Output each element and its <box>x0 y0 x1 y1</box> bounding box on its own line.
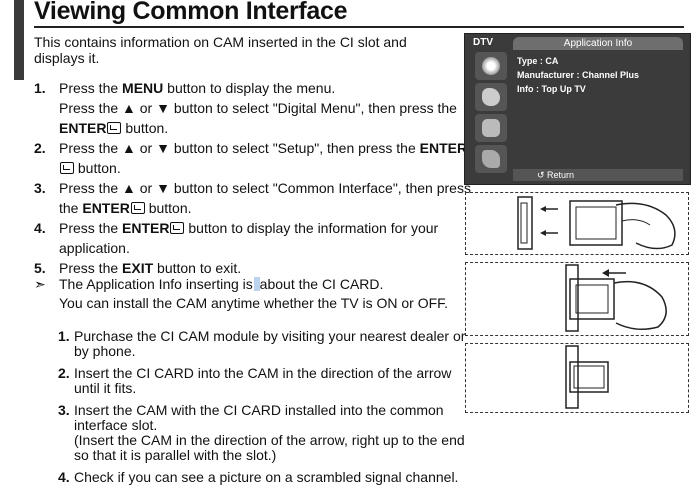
sound-icon <box>475 83 507 111</box>
step-text: Press the <box>59 80 123 96</box>
enter-keyword: ENTER <box>419 140 468 156</box>
enter-keyword: ENTER <box>82 200 130 216</box>
intro-text: This contains information on CAM inserte… <box>34 34 407 66</box>
enter-icon <box>60 162 74 174</box>
note-text: The Application Info inserting is <box>59 276 253 292</box>
note-arrow-icon: ➣ <box>34 276 46 292</box>
step-text: Press the ▲ or ▼ button to select "Commo… <box>59 180 471 216</box>
page-title: Viewing Common Interface <box>34 0 348 25</box>
substep-1: 1. Purchase the CI CAM module by visitin… <box>58 329 478 359</box>
note-text: about the CI CARD. <box>259 276 384 292</box>
steps-list: 1. Press the MENU button to display the … <box>34 78 474 278</box>
step-1: 1. Press the MENU button to display the … <box>34 78 474 138</box>
picture-icon <box>475 52 507 80</box>
substep-number: 3. <box>58 402 70 418</box>
step-2: 2. Press the ▲ or ▼ button to select "Se… <box>34 138 474 178</box>
menu-keyword: MENU <box>122 80 164 96</box>
section-bar <box>14 0 24 80</box>
illustration-cam-installed <box>465 343 689 413</box>
note-text: You can install the CAM anytime whether … <box>59 295 449 311</box>
substep-text: Insert the CI CARD into the CAM in the d… <box>74 365 452 396</box>
step-4: 4. Press the ENTER button to display the… <box>34 218 474 258</box>
step-5: 5. Press the EXIT button to exit. <box>34 258 474 278</box>
step-text: button. <box>121 120 169 136</box>
substep-number: 4. <box>58 469 70 485</box>
card-insert-drawing <box>517 196 676 250</box>
substep-number: 2. <box>58 365 70 381</box>
step-number: 5. <box>34 260 46 276</box>
illustration-cam-into-slot <box>465 262 689 336</box>
exit-keyword: EXIT <box>122 260 154 276</box>
step-text: Press the ▲ or ▼ button to select "Digit… <box>59 100 457 116</box>
step-number: 2. <box>34 140 46 156</box>
step-text: Press the ▲ or ▼ button to select "Setup… <box>59 140 420 156</box>
step-text: button to exit. <box>153 260 242 276</box>
step-text: Press the <box>59 260 123 276</box>
step-3: 3. Press the ▲ or ▼ button to select "Co… <box>34 178 474 218</box>
step-text: button to display the information for yo… <box>59 220 439 256</box>
enter-icon <box>130 202 145 214</box>
step-text: Press the <box>59 220 123 236</box>
substep-2: 2. Insert the CI CARD into the CAM in th… <box>58 366 478 396</box>
tv-osd-panel: DTV Application Info Type : CA Manufactu… <box>464 33 691 185</box>
substeps-list: 1. Purchase the CI CAM module by visitin… <box>58 329 478 492</box>
tv-type: Type : CA <box>517 56 559 66</box>
cam-installed-drawing <box>565 345 609 409</box>
substep-4: 4. Check if you can see a picture on a s… <box>58 470 478 485</box>
substep-text: Check if you can see a picture on a scra… <box>74 469 459 485</box>
substep-3: 3. Insert the CAM with the CI CARD insta… <box>58 403 478 463</box>
tv-menu-header: Application Info <box>513 37 683 50</box>
tv-manufacturer: Manufacturer : Channel Plus <box>517 70 640 80</box>
text-cursor <box>253 277 260 291</box>
step-text: button. <box>144 200 192 216</box>
step-number: 3. <box>34 180 46 196</box>
step-text: button. <box>74 160 121 176</box>
enter-icon <box>170 222 185 234</box>
step-number: 4. <box>34 220 46 236</box>
tv-info: Info : Top Up TV <box>517 84 586 94</box>
channel-icon <box>475 114 507 142</box>
tv-mode-label: DTV <box>473 37 493 48</box>
enter-keyword: ENTER <box>122 220 170 236</box>
note-block: ➣ The Application Info inserting is abou… <box>34 275 499 313</box>
substep-text: Purchase the CI CAM module by visiting y… <box>74 328 466 359</box>
tv-menu-icons <box>471 50 511 173</box>
setup-icon <box>475 145 507 173</box>
tv-return-footer: ↺ Return <box>513 169 683 181</box>
substep-text: Insert the CAM with the CI CARD installe… <box>74 402 444 433</box>
substep-note: (Insert the CAM in the direction of the … <box>74 432 465 463</box>
enter-icon <box>107 122 122 134</box>
step-number: 1. <box>34 80 46 96</box>
step-text: button to display the menu. <box>163 80 336 96</box>
cam-insert-drawing <box>565 264 667 332</box>
tv-info-block: Type : CA Manufacturer : Channel Plus In… <box>517 54 639 96</box>
substep-number: 1. <box>58 328 70 344</box>
illustration-card-into-cam <box>465 192 689 255</box>
title-divider <box>34 26 684 28</box>
enter-keyword: ENTER <box>59 120 107 136</box>
